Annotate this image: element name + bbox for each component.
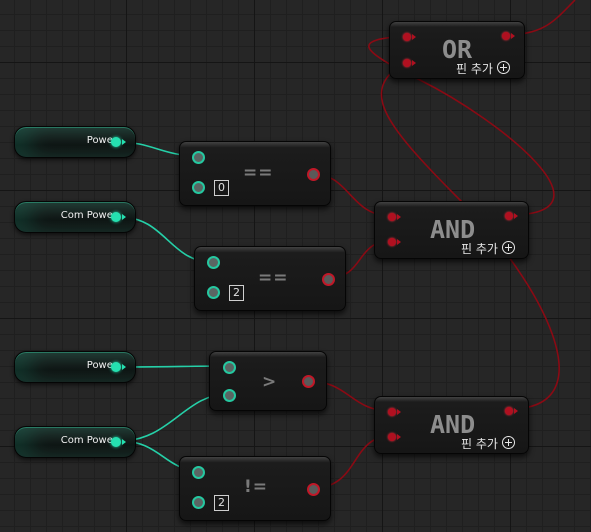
or-node[interactable]: OR 핀 추가 [389, 21, 525, 79]
plus-circle-icon [501, 436, 515, 449]
input-pin-b[interactable] [403, 59, 416, 67]
add-pin-label: 핀 추가 [461, 242, 498, 256]
not-equal-node[interactable]: 2 != [179, 456, 331, 521]
input-pin-a[interactable] [388, 408, 401, 416]
variable-label: Com Power [60, 210, 117, 221]
variable-label: Power [86, 135, 117, 146]
input-pin-a[interactable] [192, 466, 205, 479]
input-pin-b[interactable] [223, 389, 236, 402]
value-field[interactable]: 2 [214, 495, 229, 511]
node-title: OR [442, 35, 473, 64]
operator-label: > [262, 372, 278, 392]
output-pin[interactable] [111, 362, 126, 372]
variable-node-com-power[interactable]: Com Power [14, 426, 136, 458]
plus-circle-icon [496, 61, 510, 74]
input-pin-b[interactable] [192, 496, 205, 509]
add-pin-button[interactable]: 핀 추가 [456, 60, 510, 77]
variable-label: Com Power [60, 435, 117, 446]
node-title: AND [430, 215, 476, 244]
variable-node-power[interactable]: Power [14, 126, 136, 158]
value-field[interactable]: 2 [229, 285, 244, 301]
variable-label: Power [86, 360, 117, 371]
output-pin[interactable] [307, 168, 320, 181]
value-field[interactable]: 0 [214, 180, 229, 196]
input-pin-a[interactable] [192, 151, 205, 164]
output-pin[interactable] [307, 483, 320, 496]
variable-node-power[interactable]: Power [14, 351, 136, 383]
output-pin[interactable] [502, 32, 515, 40]
variable-node-com-power[interactable]: Com Power [14, 201, 136, 233]
operator-label: == [258, 268, 289, 288]
input-pin-b[interactable] [207, 286, 220, 299]
and-node[interactable]: AND 핀 추가 [374, 201, 529, 259]
equal-node[interactable]: 2 == [194, 246, 346, 311]
operator-label: != [244, 477, 268, 497]
add-pin-label: 핀 추가 [456, 62, 493, 76]
add-pin-button[interactable]: 핀 추가 [461, 435, 515, 452]
plus-circle-icon [501, 241, 515, 254]
input-pin-b[interactable] [388, 433, 401, 441]
output-pin[interactable] [111, 212, 126, 222]
output-pin[interactable] [111, 437, 126, 447]
output-pin[interactable] [111, 137, 126, 147]
input-pin-a[interactable] [403, 33, 416, 41]
input-pin-a[interactable] [223, 361, 236, 374]
add-pin-button[interactable]: 핀 추가 [461, 240, 515, 257]
output-pin[interactable] [505, 407, 518, 415]
add-pin-label: 핀 추가 [461, 437, 498, 451]
output-pin[interactable] [505, 212, 518, 220]
equal-node[interactable]: 0 == [179, 141, 331, 206]
greater-than-node[interactable]: > [209, 351, 327, 411]
and-node[interactable]: AND 핀 추가 [374, 396, 529, 454]
operator-label: == [243, 163, 274, 183]
output-pin[interactable] [322, 273, 335, 286]
output-pin[interactable] [302, 375, 315, 388]
input-pin-b[interactable] [192, 181, 205, 194]
input-pin-b[interactable] [388, 238, 401, 246]
input-pin-a[interactable] [207, 256, 220, 269]
input-pin-a[interactable] [388, 213, 401, 221]
node-title: AND [430, 410, 476, 439]
